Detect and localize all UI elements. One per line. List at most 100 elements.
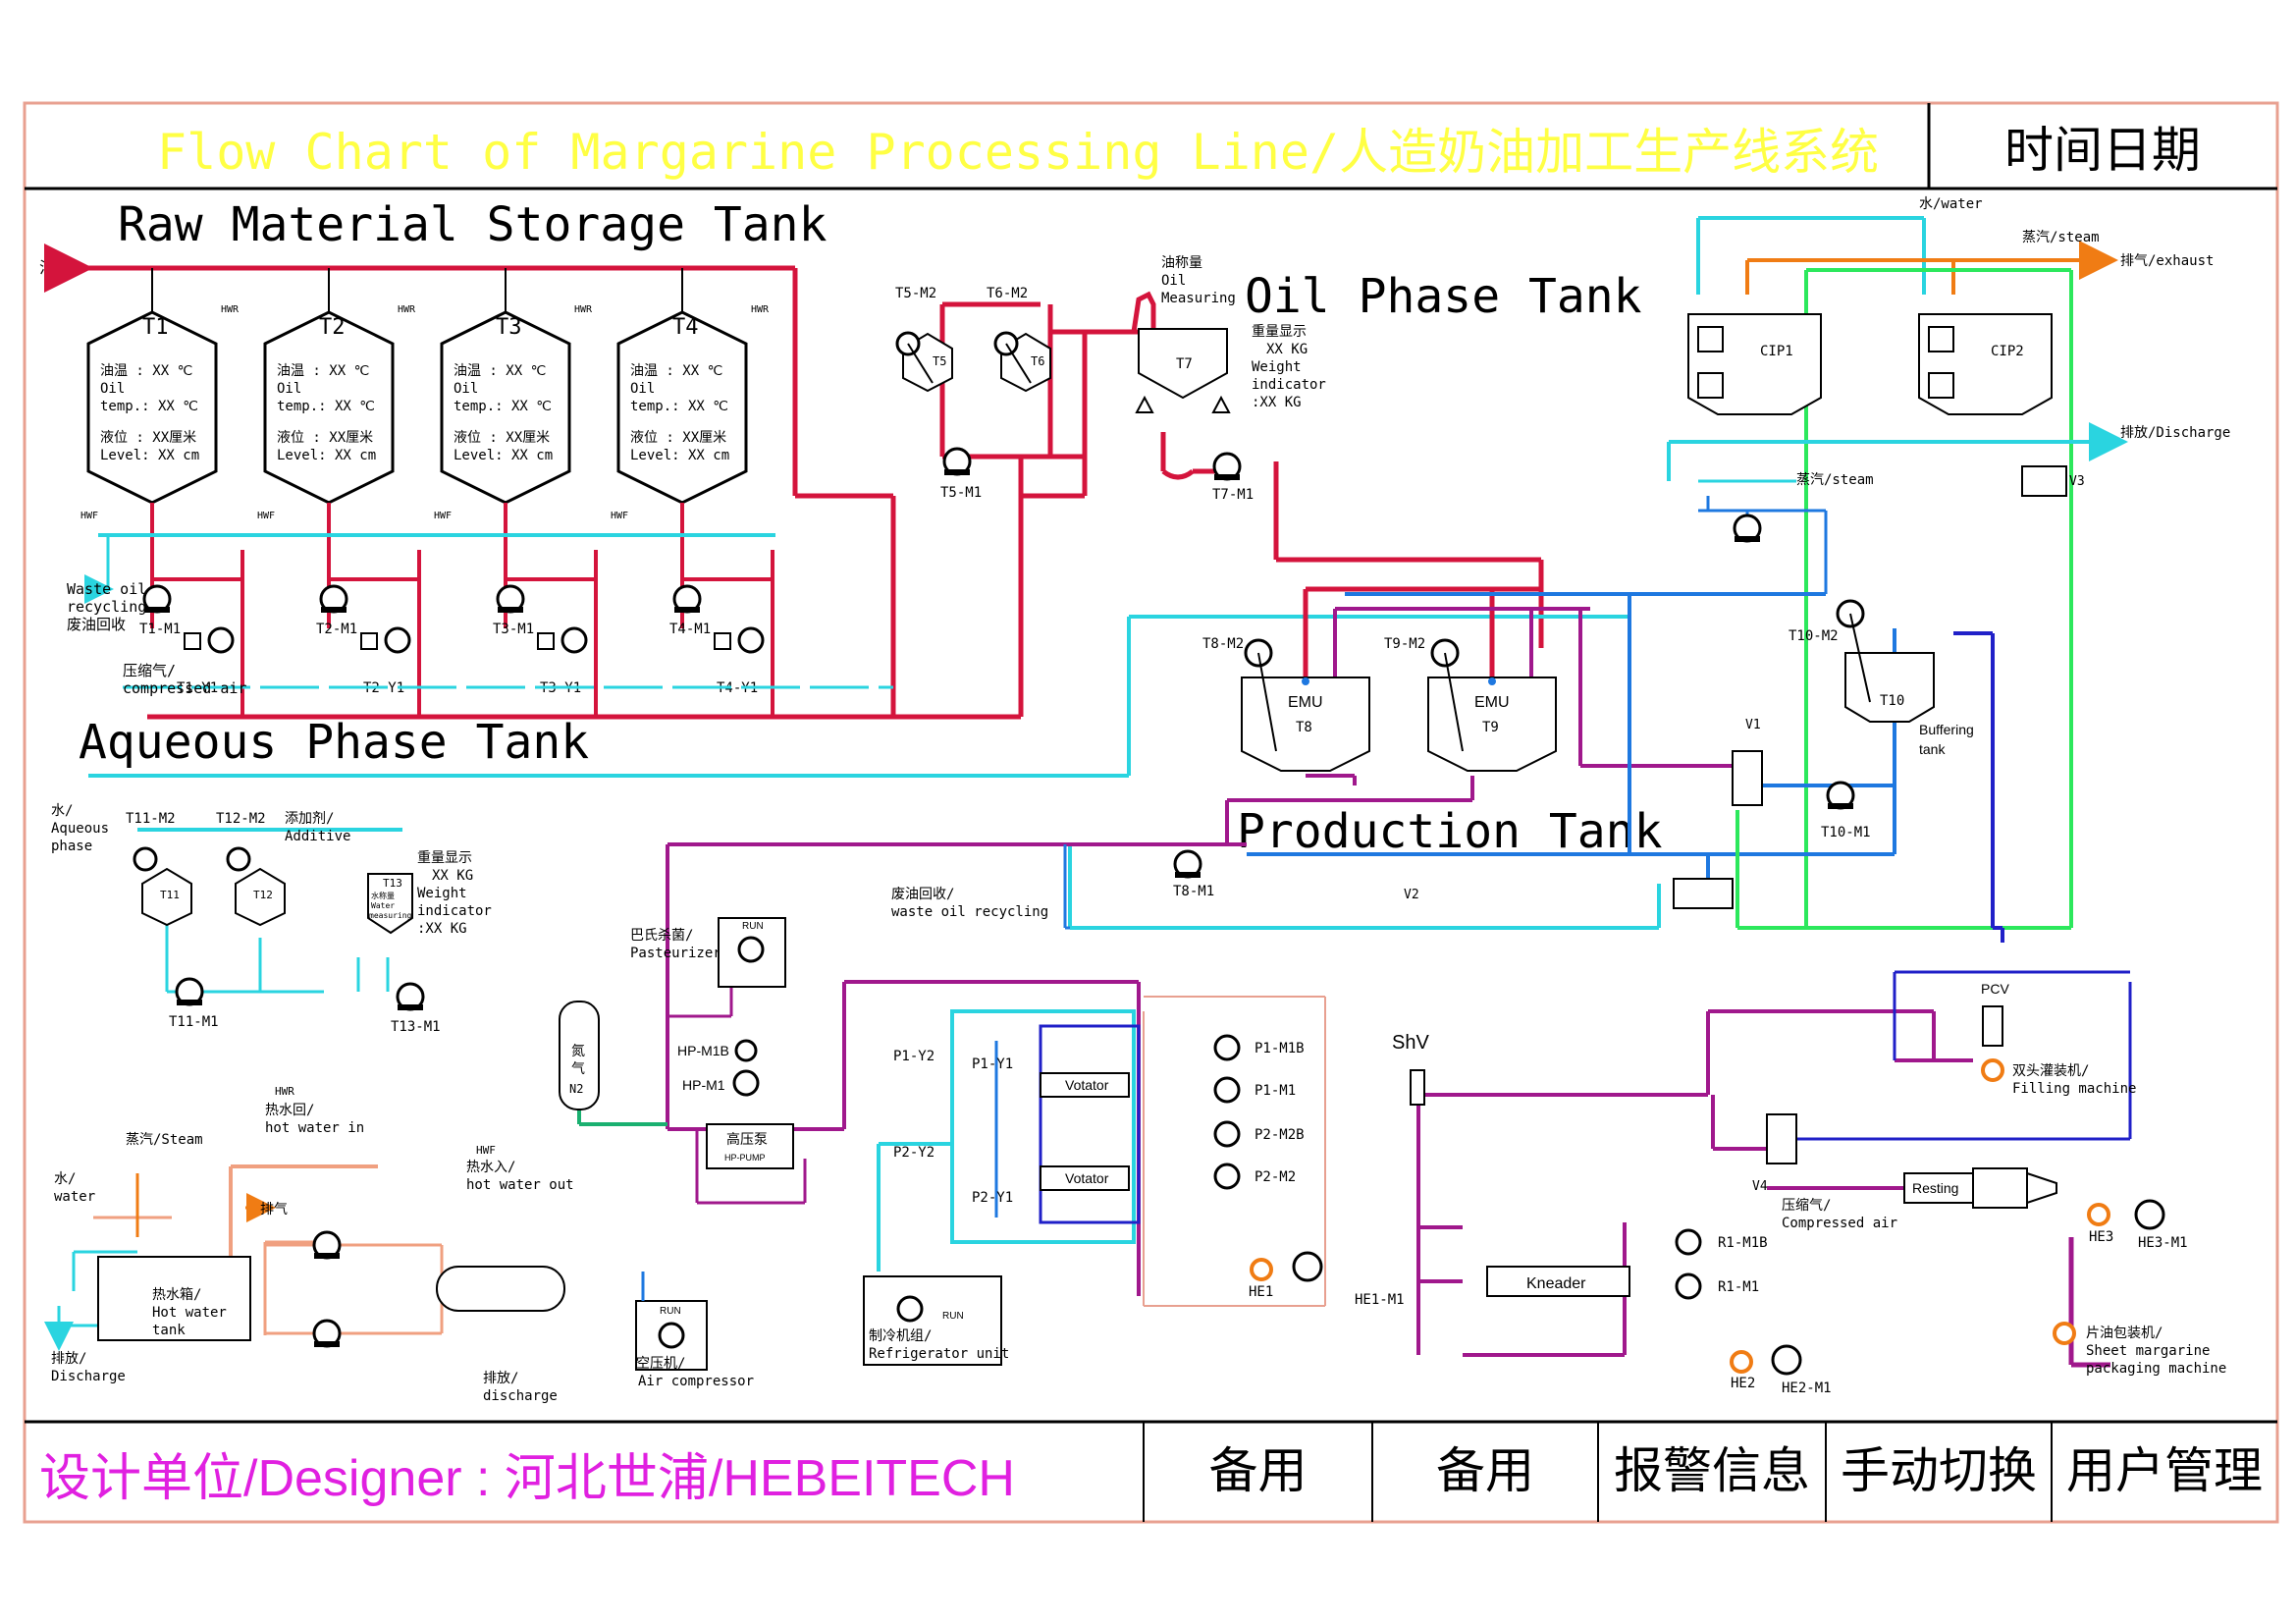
v4-valve-block[interactable] <box>1766 1113 1797 1164</box>
water-measuring-1: 水称量 <box>371 891 395 900</box>
t8-m1-label: T8-M1 <box>1173 884 1214 899</box>
tank-cip2[interactable]: CIP2 <box>1918 313 2053 415</box>
resting-tube[interactable]: Resting <box>1903 1167 2057 1209</box>
tank-t9-emu[interactable]: EMU T9 <box>1427 638 1557 772</box>
resting-text: Resting <box>1912 1180 1958 1196</box>
tank-t1-level-en: Level: XX cm <box>100 448 199 463</box>
votator-2[interactable]: Votator <box>1040 1165 1130 1191</box>
tank-t11[interactable]: T11 <box>133 846 192 927</box>
votator-1-text: Votator <box>1065 1077 1109 1093</box>
nitrogen-cylinder[interactable]: 氮 气 N2 <box>559 1001 600 1110</box>
air-compressor-unit[interactable]: RUN 空压机/ Air compressor <box>635 1272 754 1389</box>
hot-water-tank-text-1: 热水箱/ <box>152 1287 201 1303</box>
pump-t1-m1-label: T1-M1 <box>139 622 181 637</box>
pump-t7-m1[interactable] <box>1212 452 1242 481</box>
p2-y2-label: P2-Y2 <box>893 1145 934 1161</box>
oil-measuring-label: 油称量 Oil Measuring <box>1161 255 1236 306</box>
pump-t8-m1[interactable] <box>1173 849 1202 879</box>
t9-emu-text: EMU <box>1474 694 1510 711</box>
footer-button-3[interactable]: 报警信息 <box>1600 1424 1824 1520</box>
pump-t3-m1[interactable] <box>496 584 525 614</box>
hwf-label: HWF <box>434 511 452 521</box>
pasteurizer-unit[interactable]: RUN <box>718 917 786 988</box>
v2-valve-block[interactable] <box>1673 878 1734 909</box>
buffering-label-2: tank <box>1919 741 1946 757</box>
hwr-label: HWR <box>398 304 416 315</box>
tank-t5[interactable]: T5 <box>895 331 953 393</box>
hot-water-pumps[interactable] <box>312 1230 342 1348</box>
t13-weight-display: 重量显示 XX KG Weight indicator :XX KG <box>417 850 492 937</box>
aqueous-in-text-3: phase <box>51 839 92 854</box>
tank-t10-buffering[interactable]: T10 <box>1836 599 1935 723</box>
pump-t13-m1[interactable] <box>396 982 425 1011</box>
v1-label: V1 <box>1745 718 1761 732</box>
he3-heat-exchanger[interactable] <box>2087 1199 2165 1230</box>
footer-button-1[interactable]: 备用 <box>1146 1424 1370 1520</box>
votator-motors[interactable] <box>1213 1034 1241 1190</box>
discharge-bottom-label-1: 排放/ <box>483 1371 518 1386</box>
footer-button-2[interactable]: 备用 <box>1374 1424 1596 1520</box>
pump-t5-m1[interactable] <box>942 447 972 476</box>
r1-m1-label: R1-M1 <box>1718 1279 1759 1295</box>
hwf-label: HWF <box>80 511 98 521</box>
v1-valve-block[interactable] <box>1732 750 1763 806</box>
tank-t8-emu[interactable]: EMU T8 <box>1241 638 1370 772</box>
hot-water-out-en: hot water out <box>466 1177 574 1193</box>
votator-1[interactable]: Votator <box>1040 1072 1130 1098</box>
v3-valve-block[interactable] <box>2021 465 2067 497</box>
compressed-air-label: 压缩气/ compressed air <box>123 662 246 697</box>
valve-t2-y1[interactable] <box>360 626 411 654</box>
t12-m2-label: T12-M2 <box>216 811 266 827</box>
kneader-unit[interactable]: Kneader <box>1486 1266 1630 1297</box>
valve-t4-y1[interactable] <box>714 626 765 654</box>
hot-water-drum[interactable] <box>436 1266 565 1312</box>
pump-t10-m1[interactable] <box>1826 781 1855 810</box>
t9-m2-label: T9-M2 <box>1384 636 1425 652</box>
tank-t2-temp-en: temp.: XX ℃ <box>277 399 375 414</box>
hp-pump-unit[interactable]: 高压泵 HP-PUMP <box>706 1039 794 1169</box>
filling-label-2: Filling machine <box>2012 1081 2136 1097</box>
tank-t4-oil-en: Oil <box>630 381 655 397</box>
footer-button-4[interactable]: 手动切换 <box>1828 1424 2050 1520</box>
t13-m1-label: T13-M1 <box>391 1019 441 1035</box>
hwr-label: HWR <box>574 304 593 315</box>
refrigerator-unit[interactable]: RUN 制冷机组/ Refrigerator unit <box>863 1275 1009 1366</box>
filling-machine[interactable] <box>1981 1058 2004 1082</box>
hp-pump-en: HP-PUMP <box>724 1153 766 1163</box>
oil-measuring-text-3: Measuring <box>1161 291 1236 306</box>
pump-t2-m1[interactable] <box>319 584 348 614</box>
v2-label: V2 <box>1404 888 1419 902</box>
tank-t12[interactable]: T12 <box>226 846 286 927</box>
tank-t7[interactable]: T7 <box>1135 328 1231 413</box>
he1-heat-exchanger[interactable] <box>1250 1251 1323 1282</box>
pump-t4-m1[interactable] <box>672 584 702 614</box>
hot-water-tank[interactable]: 热水箱/ Hot water tank <box>97 1256 251 1341</box>
shv-valve[interactable] <box>1410 1069 1425 1106</box>
cip-discharge-label: 排放/Discharge <box>2120 425 2230 441</box>
valve-t1-y1[interactable] <box>184 626 235 654</box>
tank-t13[interactable]: T13 水称量 Water measuring <box>367 873 413 935</box>
votator-2-text: Votator <box>1065 1170 1109 1186</box>
aqueous-phase-label: 水/ Aqueous phase <box>51 803 109 854</box>
tank-cip1[interactable]: CIP1 <box>1687 313 1822 415</box>
kneader-motors[interactable] <box>1675 1228 1702 1300</box>
tank-t6[interactable]: T6 <box>993 331 1051 393</box>
pasteurizer-text-1: 巴氏杀菌/ <box>630 928 693 944</box>
footer-button-5[interactable]: 用户管理 <box>2054 1424 2275 1520</box>
t7-weight-text-3: Weight <box>1252 359 1302 375</box>
cip-pump[interactable] <box>1733 514 1762 543</box>
he2-heat-exchanger[interactable] <box>1730 1344 1802 1376</box>
sheet-packaging-machine[interactable] <box>2053 1322 2076 1345</box>
valve-t3-y1[interactable] <box>537 626 588 654</box>
emu-lines <box>88 586 2004 943</box>
pcv-valve[interactable] <box>1982 1005 2003 1047</box>
pump-t1-m1[interactable] <box>142 584 172 614</box>
datetime-display[interactable]: 时间日期 <box>2004 123 2201 178</box>
pump-t11-m1[interactable] <box>175 977 204 1006</box>
